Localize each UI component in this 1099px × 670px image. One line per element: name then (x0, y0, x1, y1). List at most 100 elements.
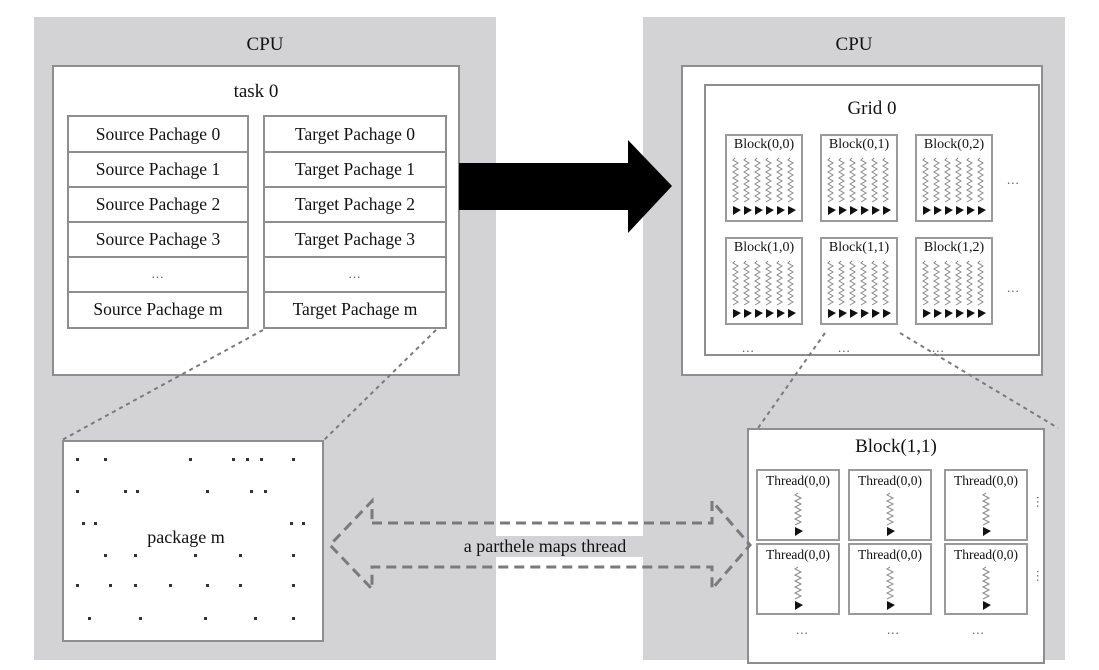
thread-arrowhead (887, 527, 895, 536)
thread-squiggle (882, 157, 889, 203)
thread-arrowhead (956, 206, 964, 215)
thread-squiggle (754, 260, 761, 306)
thread-pattern (885, 566, 895, 610)
particle-dot (104, 554, 107, 557)
thread-pattern (793, 566, 803, 610)
thread-label: Thread(0,0) (953, 547, 1019, 562)
particle-dot (169, 584, 172, 587)
source-package-item: Source Pachage m (93, 299, 223, 319)
thread-arrowhead (967, 206, 975, 215)
thread-arrowhead (755, 309, 763, 318)
thread-squiggle (776, 157, 783, 203)
particle-dot (204, 617, 207, 620)
thread-arrowhead (744, 206, 752, 215)
thread-cell: Thread(0,0) (756, 543, 840, 615)
grid-ellipsis: ... (1007, 172, 1020, 187)
grid-ellipsis: ... (932, 340, 945, 355)
dashed-connector (323, 329, 437, 441)
thread-squiggle (871, 157, 878, 203)
thread-arrowhead (777, 309, 785, 318)
target-package-item: Target Pachage m (292, 299, 418, 319)
thread-squiggle (966, 260, 973, 306)
particle-dot (239, 584, 242, 587)
dashed-connector (61, 329, 264, 441)
thread-arrowhead (945, 206, 953, 215)
thread-arrowhead (978, 309, 986, 318)
particle-dot (76, 584, 79, 587)
particle-dot (76, 458, 79, 461)
thread-arrowhead (923, 309, 931, 318)
thread-arrowhead (967, 309, 975, 318)
thread-squiggle (882, 260, 889, 306)
thread-squiggle (838, 157, 845, 203)
source-package-item: Source Pachage 0 (69, 117, 247, 153)
thread-squiggle (838, 260, 845, 306)
thread-squiggle (933, 260, 940, 306)
particle-dot (302, 522, 305, 525)
grid-block-label: Block(0,2) (923, 137, 985, 152)
thread-arrowhead (934, 206, 942, 215)
thread-arrowhead (839, 206, 847, 215)
particle-dot (292, 554, 295, 557)
thread-squiggle (827, 157, 834, 203)
particle-dot (254, 617, 257, 620)
thread-pattern (981, 492, 991, 536)
thread-squiggle (981, 566, 991, 600)
thread-arrowhead (766, 206, 774, 215)
thread-squiggle (765, 157, 772, 203)
thread-squiggle (793, 492, 803, 526)
thread-arrowhead (788, 309, 796, 318)
task-title: task 0 (233, 81, 279, 102)
thread-ellipsis: ... (887, 622, 900, 637)
thread-arrowhead (828, 309, 836, 318)
thread-squiggle (871, 260, 878, 306)
thread-cell: Thread(0,0) (848, 469, 932, 541)
particle-dot (134, 584, 137, 587)
thread-squiggle (743, 157, 750, 203)
thread-arrowhead (956, 309, 964, 318)
thread-arrowhead (934, 309, 942, 318)
particle-dot (134, 554, 137, 557)
thread-label: Thread(0,0) (953, 473, 1019, 488)
thread-squiggle (732, 260, 739, 306)
thread-ellipsis: ... (1034, 570, 1049, 583)
particle-dot (194, 554, 197, 557)
thread-ellipsis: ... (796, 622, 809, 637)
thread-cell: Thread(0,0) (944, 469, 1028, 541)
thread-label: Thread(0,0) (857, 473, 923, 488)
grid-block: Block(0,2) (915, 134, 993, 222)
grid-ellipsis: ... (838, 340, 851, 355)
package-detail-box: package m (62, 440, 324, 642)
thread-squiggle (933, 157, 940, 203)
mapping-double-arrow (327, 496, 752, 594)
thread-squiggle (922, 157, 929, 203)
particle-dot (76, 490, 79, 493)
thread-squiggle (827, 260, 834, 306)
thread-arrowhead (872, 206, 880, 215)
grid-block: Block(0,1) (820, 134, 898, 222)
grid-ellipsis: ... (742, 340, 755, 355)
block-threads-pattern (922, 157, 986, 215)
target-package-item: Target Pachage 1 (265, 152, 445, 188)
target-package-item: Target Pachage 3 (265, 222, 445, 258)
particle-dot (206, 490, 209, 493)
thread-cell: Thread(0,0) (848, 543, 932, 615)
particle-dot (292, 584, 295, 587)
target-package-item: Target Pachage 0 (265, 117, 445, 153)
block-threads-pattern (732, 260, 796, 318)
block-detail-title: Block(1,1) (855, 436, 937, 457)
particle-dot (292, 617, 295, 620)
grid-block-label: Block(0,0) (733, 137, 795, 152)
particle-dot (232, 458, 235, 461)
thread-arrowhead (733, 309, 741, 318)
task-to-grid-arrow (459, 140, 672, 233)
thread-squiggle (860, 157, 867, 203)
thread-squiggle (944, 260, 951, 306)
thread-squiggle (981, 492, 991, 526)
dashed-connector (899, 332, 1059, 429)
block-threads-pattern (732, 157, 796, 215)
source-package-ellipsis: ... (69, 257, 247, 293)
particle-dot (250, 490, 253, 493)
block-threads-pattern (922, 260, 986, 318)
grid-block-label: Block(1,1) (828, 240, 890, 255)
